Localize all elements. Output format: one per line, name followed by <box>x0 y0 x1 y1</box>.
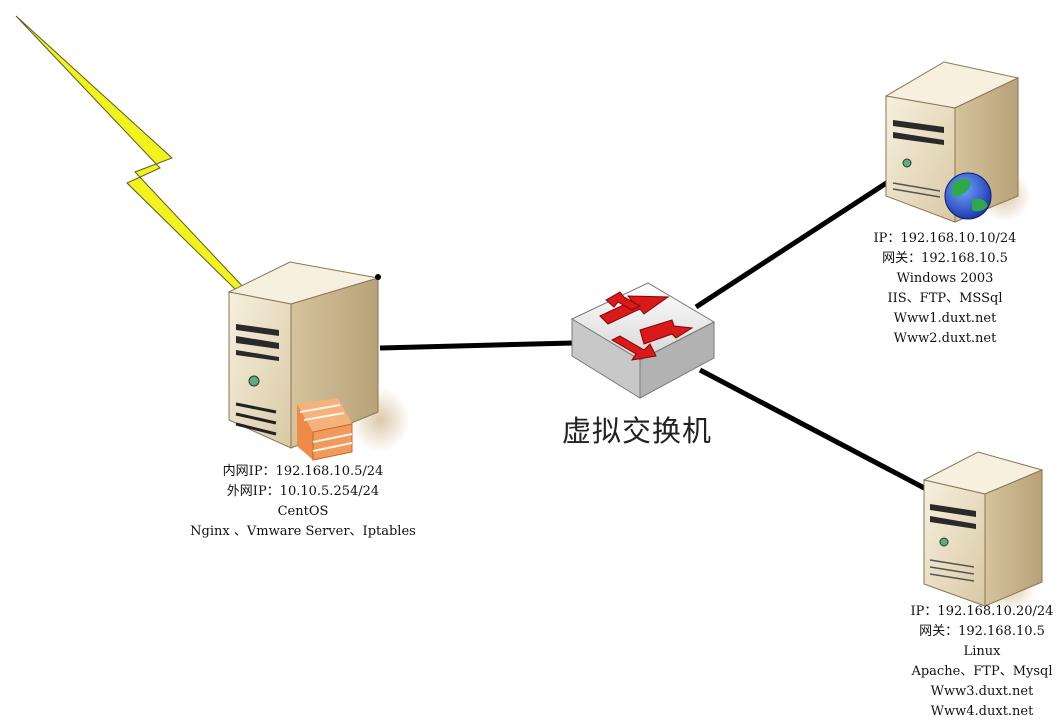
server-tower-icon[interactable] <box>922 451 1044 612</box>
server-firewall-icon[interactable] <box>227 261 410 461</box>
link-switch-linux <box>698 367 930 493</box>
gateway-os: CentOS <box>277 504 329 519</box>
gateway-lan-ip: 内网IP：192.168.10.5/24 <box>222 464 384 479</box>
web-server-globe-icon[interactable] <box>884 61 1031 223</box>
linux-ip: IP：192.168.10.20/24 <box>910 604 1054 619</box>
windows-gateway: 网关：192.168.10.5 <box>882 251 1008 266</box>
windows-site-2: Www2.duxt.net <box>893 331 997 346</box>
linux-os: Linux <box>963 644 1001 659</box>
connection-links <box>379 179 930 493</box>
switch-title: 虚拟交换机 <box>562 414 713 448</box>
linux-site-2: Www4.duxt.net <box>930 704 1034 719</box>
windows-ip: IP：192.168.10.10/24 <box>873 231 1017 246</box>
gateway-label: 内网IP：192.168.10.5/24 外网IP：10.10.5.254/24… <box>190 462 416 542</box>
windows-services: IIS、FTP、MSSql <box>887 291 1003 306</box>
gateway-services: Nginx 、Vmware Server、Iptables <box>190 524 416 539</box>
linux-server-label: IP：192.168.10.20/24 网关：192.168.10.5 Linu… <box>911 602 1054 722</box>
linux-gateway: 网关：192.168.10.5 <box>919 624 1045 639</box>
lightning-bolt-icon <box>15 15 247 293</box>
linux-services: Apache、FTP、Mysql <box>911 664 1053 679</box>
gateway-wan-ip: 外网IP：10.10.5.254/24 <box>226 484 380 499</box>
windows-os: Windows 2003 <box>896 271 994 286</box>
windows-site-1: Www1.duxt.net <box>893 311 997 326</box>
linux-site-1: Www3.duxt.net <box>930 684 1034 699</box>
windows-server-label: IP：192.168.10.10/24 网关：192.168.10.5 Wind… <box>874 229 1017 349</box>
firewall-icon <box>297 398 353 461</box>
link-switch-windows <box>694 179 890 310</box>
network-switch-icon[interactable] <box>570 282 716 399</box>
link-gateway-switch <box>379 340 574 351</box>
switch-arrows-icon <box>599 291 694 361</box>
